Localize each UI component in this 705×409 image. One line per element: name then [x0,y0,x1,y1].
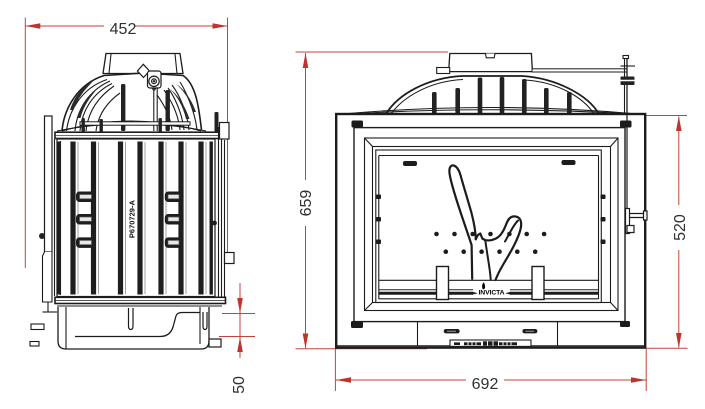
svg-text:P670729-A: P670729-A [127,200,136,239]
svg-text:50: 50 [231,376,248,394]
svg-text:520: 520 [672,214,689,241]
svg-text:659: 659 [298,190,315,217]
svg-text:452: 452 [110,21,137,38]
svg-text:692: 692 [472,376,499,393]
svg-text:INVICTA: INVICTA [479,289,505,296]
